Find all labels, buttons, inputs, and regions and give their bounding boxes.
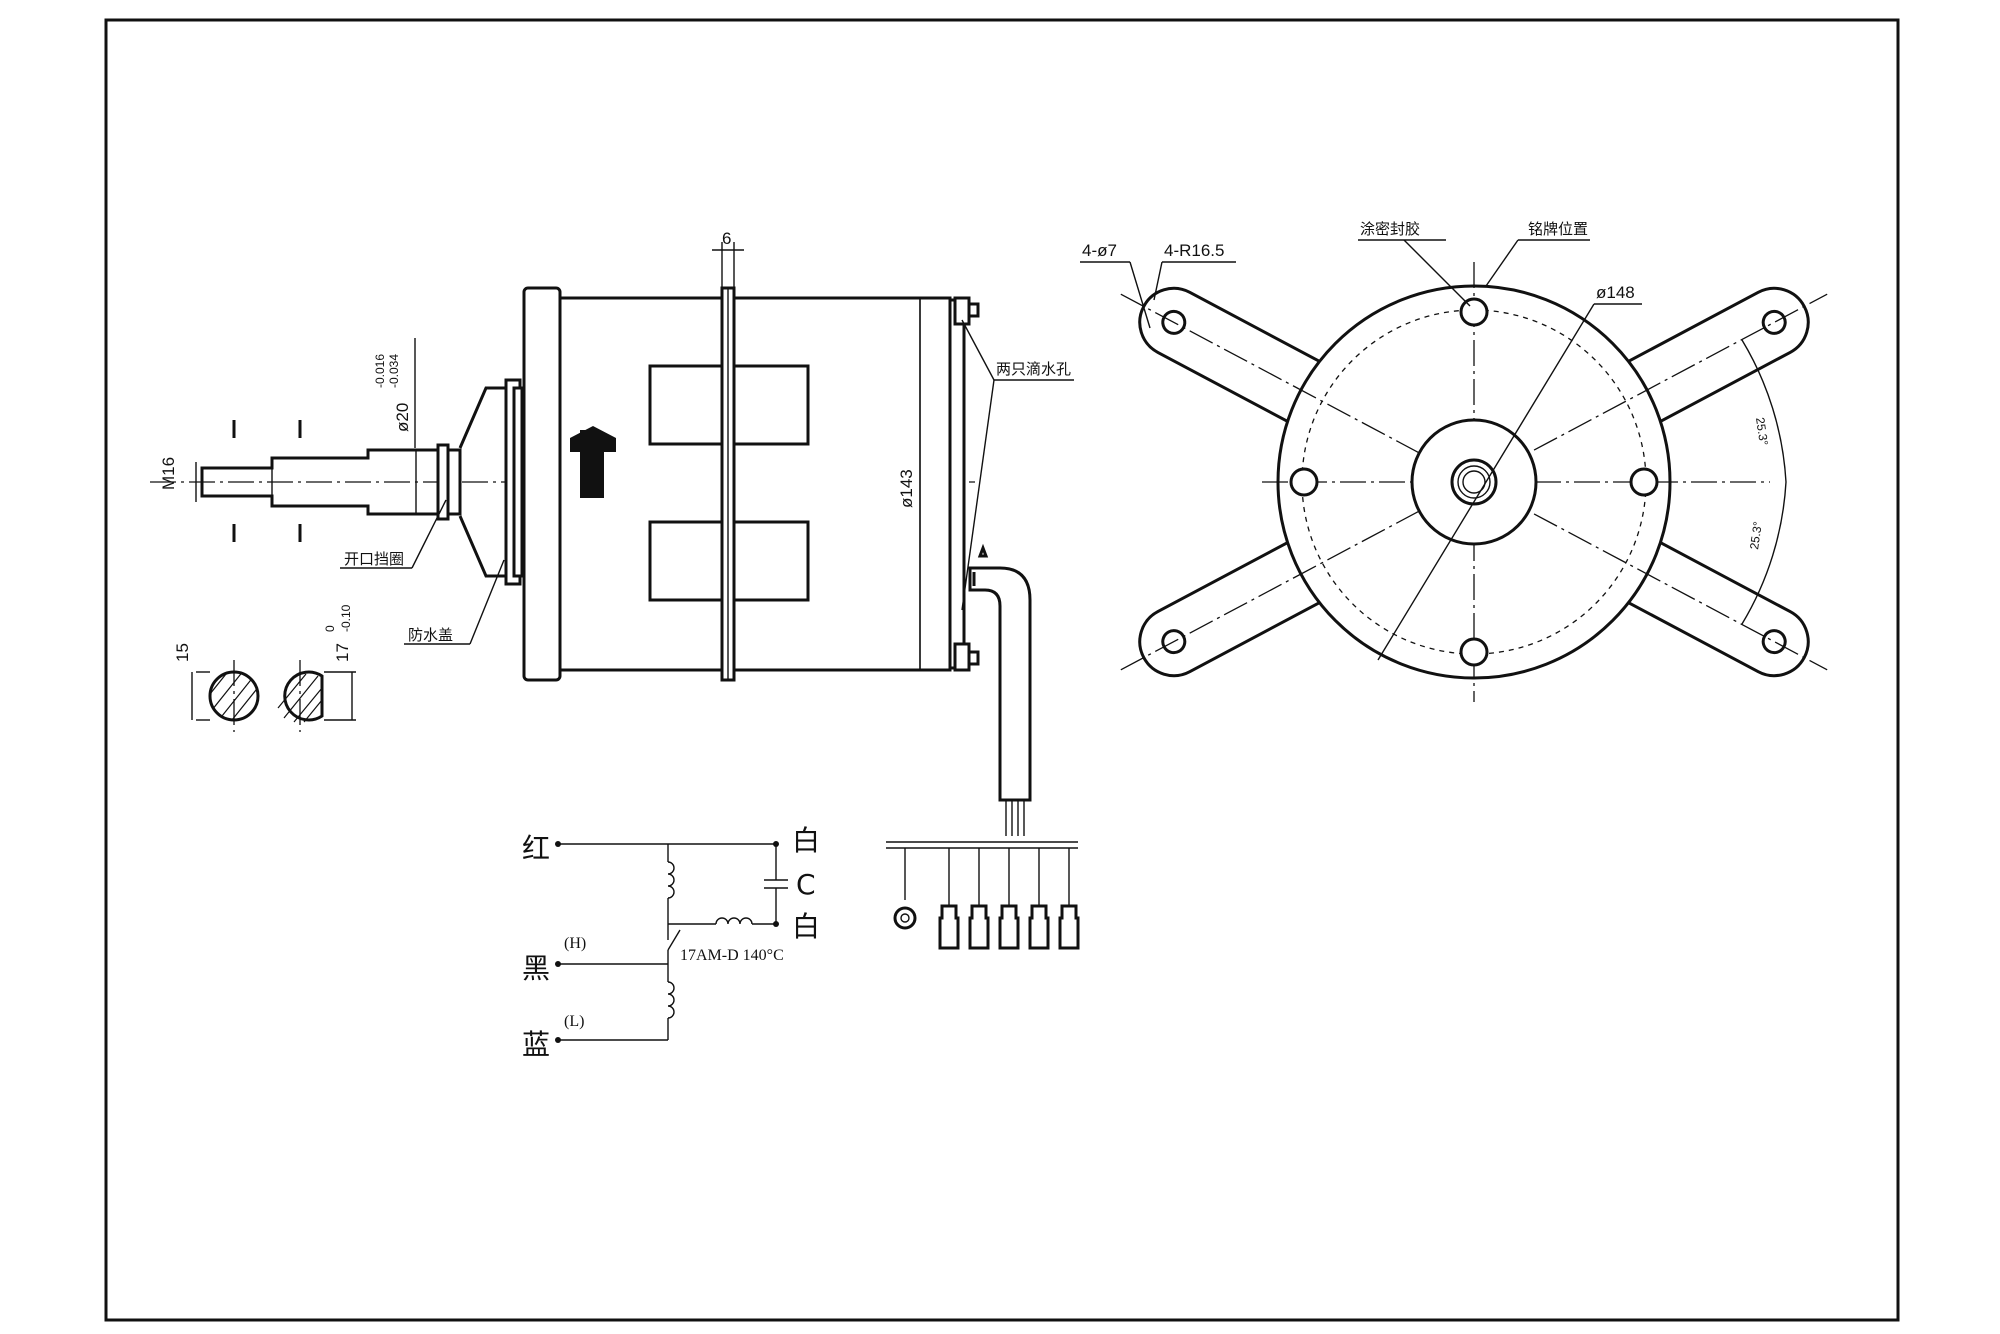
capacitor-label: C bbox=[796, 868, 816, 901]
dim-angle-upper: 25.3° bbox=[1753, 416, 1771, 446]
dim-shaft-tol-upper: -0.016 bbox=[373, 354, 387, 388]
label-snap-ring: 开口挡圈 bbox=[344, 550, 404, 568]
shaft-sections: 15 17 0 -0.10 bbox=[173, 604, 356, 732]
ring-terminal-icon bbox=[893, 848, 917, 930]
dim-shaft-d-tol-lower: -0.10 bbox=[339, 604, 353, 632]
label-drain-holes: 两只滴水孔 bbox=[996, 360, 1071, 378]
speed-high-label: (H) bbox=[564, 935, 586, 952]
dim-radius: 4-R16.5 bbox=[1164, 241, 1224, 260]
label-sealant: 涂密封胶 bbox=[1360, 220, 1420, 238]
dim-shaft-d: 17 bbox=[333, 643, 352, 662]
wire-label-white-top: 白 bbox=[792, 824, 820, 857]
dim-shaft-d-tol-upper: 0 bbox=[323, 625, 337, 632]
wire-label-blue: 蓝 bbox=[522, 1028, 550, 1061]
spade-terminals bbox=[938, 848, 1080, 950]
wiring-diagram: 红 黑 蓝 白 白 C (H) (L) 17AM-D 140°C bbox=[522, 824, 820, 1061]
wire-label-red: 红 bbox=[522, 832, 550, 865]
dim-thread: M16 bbox=[159, 457, 178, 490]
motor-end-view: 25.3° 25.3° 4-ø7 4-R16.5 涂密封胶 铭牌位置 ø148 bbox=[1080, 220, 1828, 702]
dim-ring-width: 6 bbox=[722, 229, 731, 248]
dim-pcd: ø148 bbox=[1596, 283, 1635, 302]
speed-low-label: (L) bbox=[564, 1013, 584, 1030]
drawing-border bbox=[104, 18, 1900, 1322]
dim-flat-depth: 15 bbox=[173, 643, 192, 662]
protector-label: 17AM-D 140°C bbox=[680, 947, 784, 964]
label-waterproof-cover: 防水盖 bbox=[408, 626, 453, 644]
dim-holes: 4-ø7 bbox=[1082, 241, 1117, 260]
dim-shaft-diameter: ø20 bbox=[393, 403, 412, 432]
dim-body-diameter: ø143 bbox=[897, 469, 916, 508]
wire-label-white-bottom: 白 bbox=[792, 910, 820, 943]
wire-label-black: 黑 bbox=[522, 952, 550, 985]
dim-angle-lower: 25.3° bbox=[1747, 520, 1765, 550]
dim-shaft-tol-lower: -0.034 bbox=[387, 354, 401, 388]
label-nameplate: 铭牌位置 bbox=[1528, 220, 1588, 238]
svg-text:ø20: ø20 bbox=[393, 403, 412, 432]
motor-side-view: M16 ø20 -0.016 -0.034 6 ø143 开口挡圈 防水盖 两只… bbox=[150, 229, 1080, 950]
